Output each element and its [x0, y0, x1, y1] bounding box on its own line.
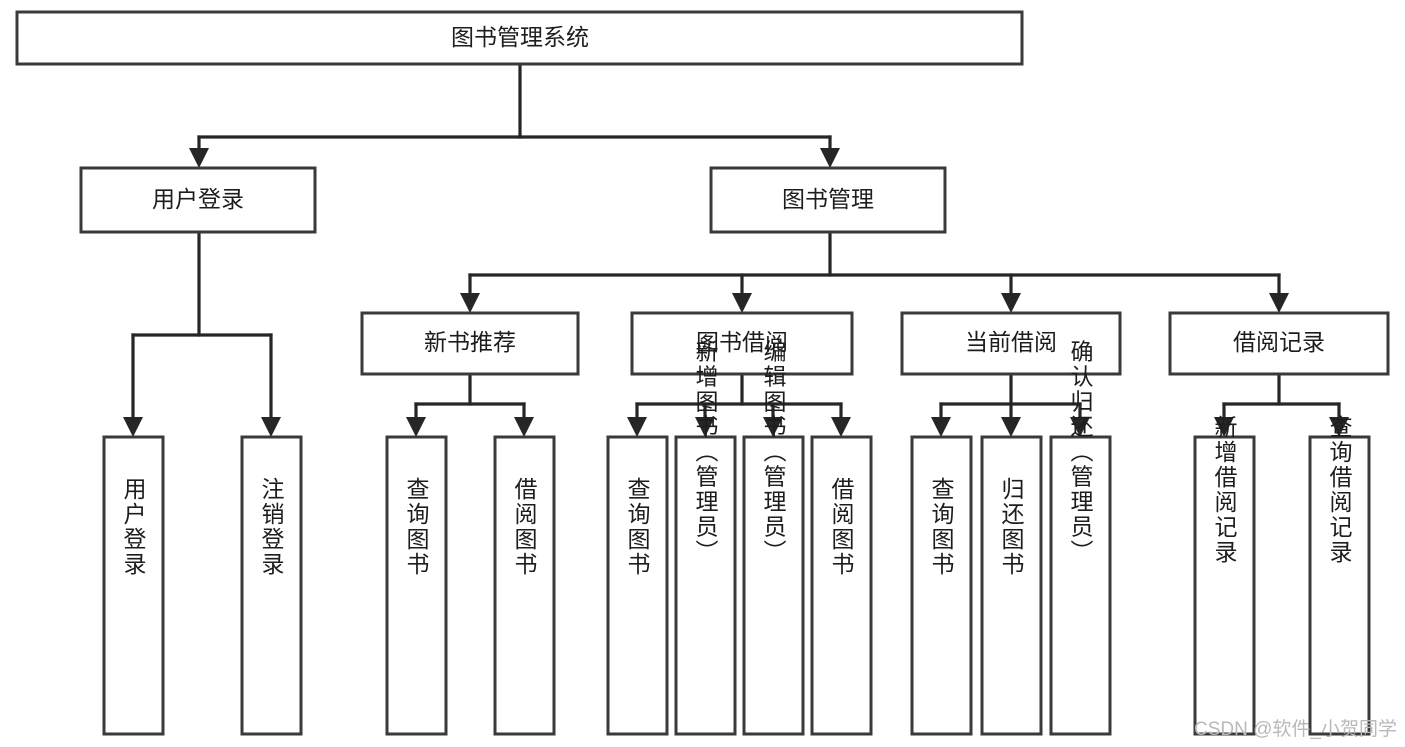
leaf-borrow-record-2[interactable]: 查询借阅记录: [1308, 415, 1371, 736]
arrow-head-book-mgmt: [820, 148, 840, 168]
arrow-head-leaf-book-borrow-2: [695, 417, 715, 437]
node-book-management[interactable]: 图书管理: [709, 166, 947, 234]
watermark-text: CSDN @软件_小贺同学: [1194, 719, 1397, 740]
leaf-book-borrow-3-box[interactable]: [742, 435, 805, 736]
connector-group-current-borrow: [931, 372, 1090, 437]
leaf-book-borrow-4-label: 借阅图书: [828, 477, 855, 577]
node-book-borrow[interactable]: 图书借阅: [630, 311, 854, 376]
arrow-head-leaf-current-borrow-2: [1001, 417, 1021, 437]
leaf-book-borrow-2-box[interactable]: [674, 435, 737, 736]
arrow-head-leaf-user-login-2: [261, 417, 281, 437]
leaf-borrow-record-1-box[interactable]: [1193, 435, 1256, 736]
leaf-new-book-recommend-1-box[interactable]: [385, 435, 448, 736]
node-user-login-box[interactable]: [79, 166, 317, 234]
connector-group-new-book: [406, 372, 534, 437]
arrow-head-leaf-new-book-2: [514, 417, 534, 437]
node-current-borrow-label: 当前借阅: [965, 329, 1057, 355]
leaf-user-login-1-box[interactable]: [102, 435, 165, 736]
node-book-management-label: 图书管理: [782, 186, 874, 212]
arrow-head-current-borrow: [1001, 293, 1021, 313]
arrow-head-leaf-new-book-1: [406, 417, 426, 437]
connector-group-book-mgmt: [460, 230, 1289, 313]
leaf-user-login-2-label: 注销登录: [258, 477, 285, 577]
leaf-current-borrow-1[interactable]: 查询图书: [910, 435, 973, 736]
leaf-current-borrow-1-box[interactable]: [910, 435, 973, 736]
arrow-head-leaf-book-borrow-4: [831, 417, 851, 437]
leaf-book-borrow-4-box[interactable]: [810, 435, 873, 736]
leaf-new-book-recommend-1[interactable]: 查询图书: [385, 435, 448, 736]
leaf-book-borrow-4[interactable]: 借阅图书: [810, 435, 873, 736]
node-borrow-record[interactable]: 借阅记录: [1168, 311, 1390, 376]
node-book-borrow-label: 图书借阅: [696, 329, 788, 355]
connector-group-user-login: [123, 230, 281, 437]
node-borrow-record-box[interactable]: [1168, 311, 1390, 376]
arrow-head-leaf-current-borrow-1: [931, 417, 951, 437]
leaf-book-borrow-1[interactable]: 查询图书: [606, 435, 669, 736]
arrow-head-leaf-current-borrow-3: [1070, 417, 1090, 437]
leaf-user-login-2-box[interactable]: [240, 435, 303, 736]
node-book-borrow-box[interactable]: [630, 311, 854, 376]
node-current-borrow-box[interactable]: [900, 311, 1122, 376]
leaf-current-borrow-2-box[interactable]: [980, 435, 1043, 736]
connector-group-root: [189, 62, 840, 168]
leaf-borrow-record-2-label: 查询借阅记录: [1326, 415, 1353, 565]
connector-group-book-borrow: [627, 372, 851, 437]
leaf-book-borrow-1-box[interactable]: [606, 435, 669, 736]
arrow-head-leaf-book-borrow-1: [627, 417, 647, 437]
arrow-head-book-borrow: [732, 293, 752, 313]
leaf-borrow-record-1[interactable]: 新增借阅记录: [1193, 415, 1256, 736]
leaf-current-borrow-3-label: 确认归还（管理员）: [1067, 340, 1094, 565]
leaf-borrow-record-2-box[interactable]: [1308, 435, 1371, 736]
arrow-head-borrow-record: [1269, 293, 1289, 313]
arrow-head-new-book: [460, 293, 480, 313]
leaf-new-book-recommend-1-label: 查询图书: [403, 477, 430, 577]
node-current-borrow[interactable]: 当前借阅: [900, 311, 1122, 376]
leaf-book-borrow-2[interactable]: 新增图书（管理员）: [674, 340, 737, 736]
arrow-head-leaf-borrow-record-1: [1214, 417, 1234, 437]
leaf-book-borrow-1-label: 查询图书: [624, 477, 651, 577]
node-borrow-record-label: 借阅记录: [1233, 329, 1325, 355]
leaf-current-borrow-3-box[interactable]: [1049, 435, 1112, 736]
leaf-book-borrow-3[interactable]: 编辑图书（管理员）: [742, 340, 805, 736]
node-new-book-recommend-box[interactable]: [360, 311, 580, 376]
connector-group-borrow-record: [1214, 372, 1349, 437]
leaf-user-login-1[interactable]: 用户登录: [102, 435, 165, 736]
leaf-new-book-recommend-2-box[interactable]: [493, 435, 556, 736]
node-root-label: 图书管理系统: [451, 24, 589, 50]
arrow-head-leaf-user-login-1: [123, 417, 143, 437]
node-root-box[interactable]: [15, 10, 1024, 66]
arrow-head-user-login: [189, 148, 209, 168]
node-user-login[interactable]: 用户登录: [79, 166, 317, 234]
node-new-book-recommend[interactable]: 新书推荐: [360, 311, 580, 376]
leaf-user-login-1-label: 用户登录: [120, 477, 147, 577]
leaf-book-borrow-3-label: 编辑图书（管理员）: [760, 340, 787, 565]
leaf-current-borrow-2-label: 归还图书: [998, 477, 1025, 577]
leaf-current-borrow-2[interactable]: 归还图书: [980, 435, 1043, 736]
node-root[interactable]: 图书管理系统: [15, 10, 1024, 66]
arrow-head-leaf-book-borrow-3: [763, 417, 783, 437]
leaf-current-borrow-1-label: 查询图书: [928, 477, 955, 577]
leaf-new-book-recommend-2-label: 借阅图书: [511, 477, 538, 577]
leaf-user-login-2[interactable]: 注销登录: [240, 435, 303, 736]
node-user-login-label: 用户登录: [152, 186, 244, 212]
leaf-borrow-record-1-label: 新增借阅记录: [1211, 415, 1238, 565]
leaf-new-book-recommend-2[interactable]: 借阅图书: [493, 435, 556, 736]
node-book-management-box[interactable]: [709, 166, 947, 234]
leaf-book-borrow-2-label: 新增图书（管理员）: [692, 340, 719, 565]
leaf-current-borrow-3[interactable]: 确认归还（管理员）: [1049, 340, 1112, 736]
node-new-book-recommend-label: 新书推荐: [424, 329, 516, 355]
arrow-head-leaf-borrow-record-2: [1329, 417, 1349, 437]
